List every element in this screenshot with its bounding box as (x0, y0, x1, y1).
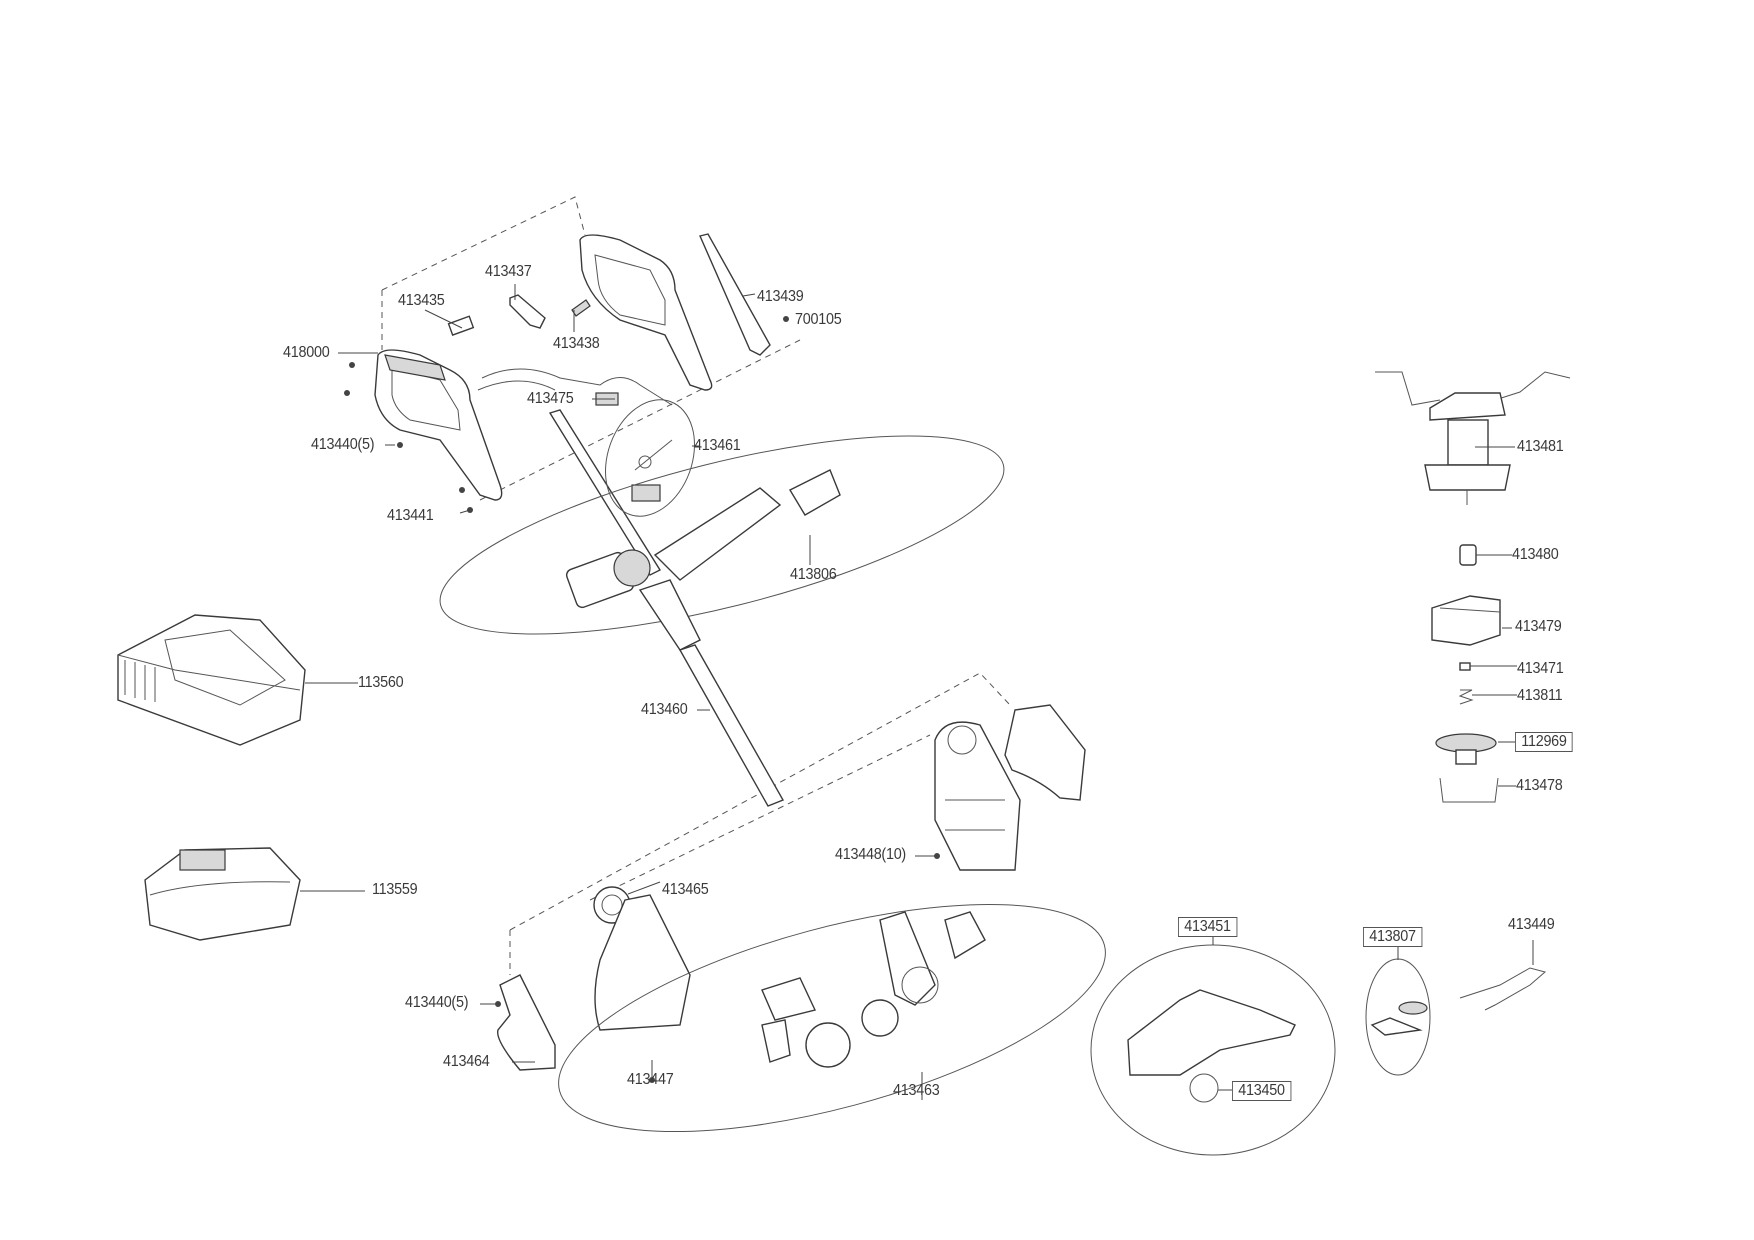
spool-head-part (1375, 371, 1571, 505)
part-label-413435: 413435 (398, 292, 445, 309)
part-label-413475: 413475 (527, 390, 574, 407)
part-label-413811: 413811 (1517, 687, 1563, 704)
motor-housing-part (934, 704, 1086, 871)
lower-shaft-part (638, 579, 785, 807)
part-label-113560: 113560 (358, 674, 404, 691)
part-label-413451: 413451 (1178, 917, 1238, 937)
part-label-413447: 413447 (627, 1071, 674, 1088)
part-label-413479: 413479 (1515, 618, 1562, 635)
part-label-413440-upper: 413440(5) (311, 436, 375, 453)
part-label-413450: 413450 (1232, 1081, 1292, 1101)
handle-assembly-part (439, 435, 1005, 635)
charger-part (117, 614, 306, 746)
trigger-part (509, 294, 546, 329)
part-label-413464: 413464 (443, 1053, 490, 1070)
battery-part (144, 847, 301, 941)
part-label-413463: 413463 (893, 1082, 940, 1099)
cover-strip-part (699, 233, 771, 356)
spool-body-part (1431, 595, 1501, 646)
part-label-413460: 413460 (641, 701, 688, 718)
bolt-kit-part (605, 399, 695, 517)
part-label-413471: 413471 (1517, 660, 1564, 677)
screws (344, 316, 940, 1083)
part-label-413440-lower: 413440(5) (405, 994, 469, 1011)
part-label-413449: 413449 (1508, 916, 1555, 933)
upper-shaft-part (548, 409, 662, 576)
front-handle-part (374, 349, 503, 501)
spool-cover-part (1439, 777, 1499, 803)
part-label-413806: 413806 (790, 566, 837, 583)
part-label-113559: 113559 (372, 881, 418, 898)
handle-shell-part (579, 234, 713, 391)
spring-part (571, 299, 591, 317)
part-label-413465: 413465 (662, 881, 709, 898)
blade-kit-part (1365, 958, 1431, 1076)
coil-spring-part (1458, 689, 1474, 705)
part-label-413448: 413448(10) (835, 846, 906, 863)
front-guard-part (496, 974, 556, 1071)
part-label-112969: 112969 (1515, 732, 1573, 752)
part-label-413807: 413807 (1363, 927, 1423, 947)
part-label-418000: 418000 (283, 344, 330, 361)
part-label-413478: 413478 (1516, 777, 1563, 794)
head-assembly-part (558, 903, 1106, 1133)
motor-cover-part (593, 886, 691, 1031)
cutting-line-part (1459, 967, 1547, 1011)
leader-lines (300, 284, 1534, 1100)
part-label-700105: 700105 (795, 311, 842, 328)
grass-guard-part (1090, 944, 1336, 1156)
nut-part (1459, 662, 1471, 671)
part-label-413439: 413439 (757, 288, 804, 305)
line-spool-part (1435, 733, 1497, 765)
bushing-part (1459, 544, 1477, 566)
part-label-413481: 413481 (1517, 438, 1564, 455)
part-label-413437: 413437 (485, 263, 532, 280)
part-label-413461: 413461 (694, 437, 741, 454)
wiring-part (477, 368, 673, 406)
switch-part (447, 315, 475, 336)
part-label-413441: 413441 (387, 507, 434, 524)
part-label-413480: 413480 (1512, 546, 1559, 563)
part-label-413438: 413438 (553, 335, 600, 352)
assembly-guide-lines (381, 196, 1011, 975)
